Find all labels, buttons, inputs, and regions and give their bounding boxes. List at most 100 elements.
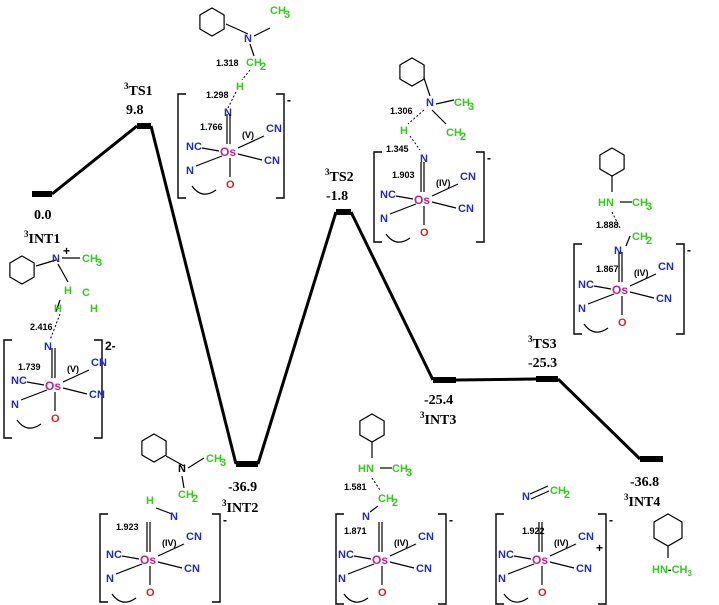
bond-distance: 1.922 [522,526,545,536]
atom-label: 3 [284,9,290,21]
amine-group: HN [358,463,374,475]
atom-label: N [178,463,186,475]
energy-ts3: -25.3 [528,356,557,371]
atom-label: H [146,495,154,507]
atom-label: CH [454,97,470,109]
oxidation-state: (IV) [394,538,409,548]
oxidation-state: (V) [67,364,79,374]
oxidation-state: (IV) [436,178,451,188]
atom-label: N [522,491,530,503]
atom-label: CH [270,5,286,17]
oxidation-state: (IV) [162,538,177,548]
complex-charge: - [687,243,691,257]
nitrogen-ligand: N [498,573,506,585]
label-int4: 3INT4 [624,492,660,510]
energy-int3: -25.4 [424,393,453,408]
charge-plus: + [63,244,70,258]
atom-label: CH [392,463,408,475]
atom-label: N [224,107,232,119]
atom-label: N [420,153,428,165]
atom-label: CH [178,489,194,501]
cyano-ligand: CN [578,531,594,543]
cyano-ligand: CN [91,357,107,369]
methyl-group: CH [82,253,98,265]
phenyl-ring [359,413,385,443]
atom-label: H [400,125,408,137]
bond-distance: 2.416 [30,322,53,332]
complex-charge: - [487,151,491,165]
plus-sign: + [596,541,603,555]
atom-label: CH [206,453,222,465]
cyano-ligand: NC [578,279,594,291]
atom-label: H [90,303,98,315]
oxo-ligand: O [378,587,387,599]
nitrogen-ligand: N [578,303,586,315]
bond-distance: 1.318 [216,58,239,68]
bond-distance: 1.345 [386,144,409,154]
atom-label: 3 [406,467,412,479]
oxidation-state: (IV) [554,538,569,548]
atom-label: N [44,341,52,353]
atom-label: N [244,33,252,45]
label-ts1: 3TS1 [124,81,153,99]
nitrogen-ligand: N [186,165,194,177]
atom-label: 2 [564,489,570,501]
cyano-ligand: NC [498,549,514,561]
bond-distance: 1.903 [392,170,415,180]
product-aniline: + HN-CH3 [596,513,692,578]
bond-distance: 1.871 [344,526,367,536]
oxo-ligand: O [146,587,155,599]
level-labels: 0.0 3INT1 3TS1 9.8 -36.9 3INT2 3TS2 -1.8… [24,81,660,516]
atom-label: 2 [460,131,466,143]
oxo-ligand: O [51,413,60,425]
oxo-ligand: O [420,227,429,239]
complex-charge: - [449,513,453,527]
atom-label: 3 [220,457,226,469]
atom-label: N [52,253,60,265]
cyano-ligand: CN [416,563,432,575]
atom-label: H [64,285,72,297]
phenyl-ring [399,57,425,87]
atom-label: 2 [646,235,652,247]
label-ts2: 3TS2 [325,167,354,185]
cyano-ligand: NC [338,549,354,561]
atom-label: CH [446,127,462,139]
oxo-ligand: O [618,317,627,329]
atom-label: 2 [260,61,266,73]
label-int3: 3INT3 [420,410,456,428]
osmium-atom: Os [372,553,388,567]
bond-distance: 1.581 [344,482,367,492]
bond-distance: 1.867 [596,264,619,274]
profile-connectors [51,124,642,465]
cyano-ligand: CN [89,389,105,401]
cyano-ligand: CN [656,293,672,305]
complex-charge: - [287,93,291,107]
atom-label: 2 [392,497,398,509]
atom-label: N [426,97,434,109]
label-ts3: 3TS3 [528,334,557,352]
cyano-ligand: NC [11,375,27,387]
atom-label: CH [550,485,566,497]
bond-distance: 1.306 [390,106,413,116]
atom-label: N [614,245,622,257]
energy-int4: -36.8 [630,475,659,490]
atom-label: N [362,511,370,523]
bond-distance: 1.888 [596,220,619,230]
osmium-atom: Os [140,553,156,567]
complex-charge: - [223,513,227,527]
energy-int1: 0.0 [34,208,52,223]
oxo-ligand: O [226,179,235,191]
energy-ts1: 9.8 [126,103,144,118]
atom-label: CH [378,493,394,505]
cyano-ligand: CN [264,155,280,167]
atom-label: C [82,287,90,299]
cyano-ligand: CN [418,531,434,543]
cyano-ligand: CN [460,171,476,183]
osmium-atom: Os [220,145,236,159]
